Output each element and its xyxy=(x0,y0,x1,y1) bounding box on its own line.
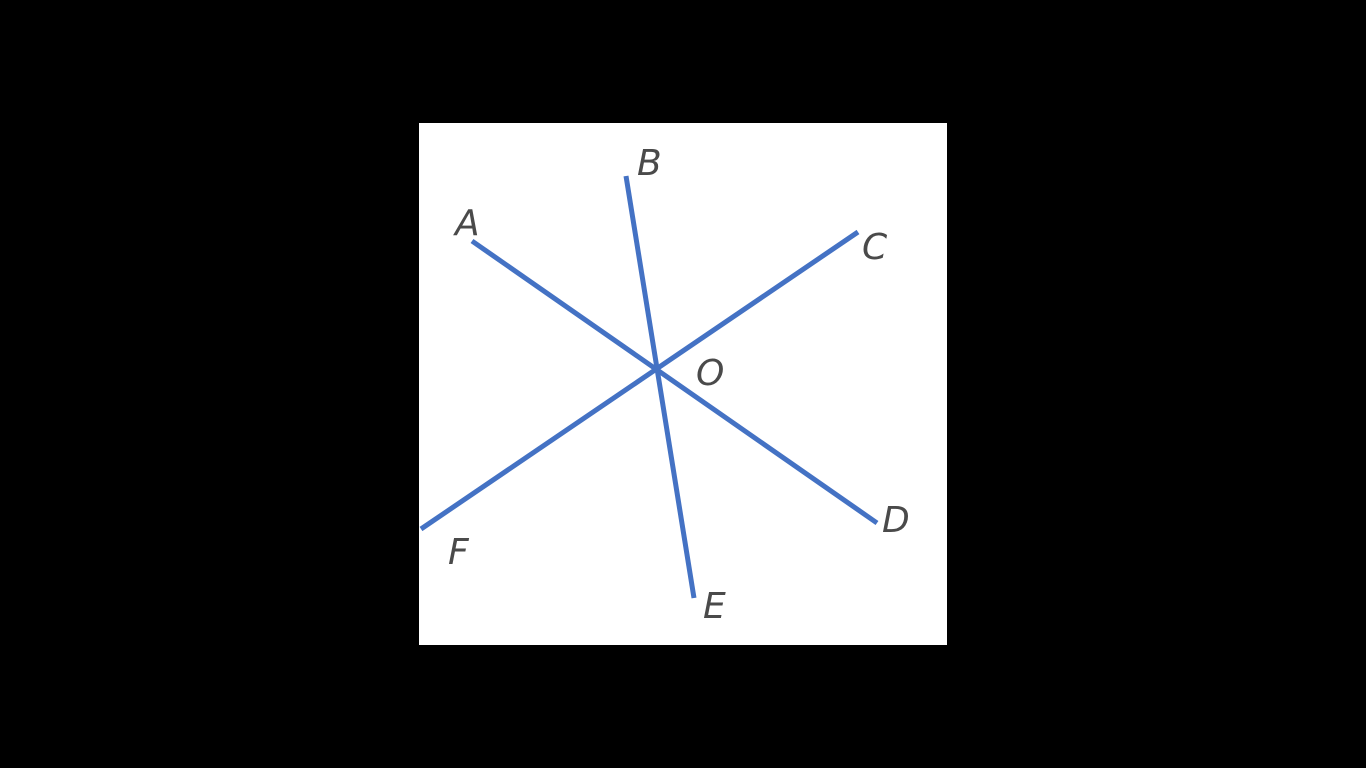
label-e: E xyxy=(703,586,726,627)
label-d: D xyxy=(882,500,910,541)
label-b: B xyxy=(637,143,662,184)
label-a: A xyxy=(453,203,480,244)
label-f: F xyxy=(448,532,470,573)
line-a-d xyxy=(470,238,879,526)
label-o: O xyxy=(696,353,724,394)
label-c: C xyxy=(862,227,888,268)
diagram-panel: A B C O D F E xyxy=(419,123,947,645)
intersecting-lines-diagram: A B C O D F E xyxy=(419,143,910,627)
line-c-f xyxy=(419,229,860,532)
line-b-e xyxy=(623,175,697,599)
